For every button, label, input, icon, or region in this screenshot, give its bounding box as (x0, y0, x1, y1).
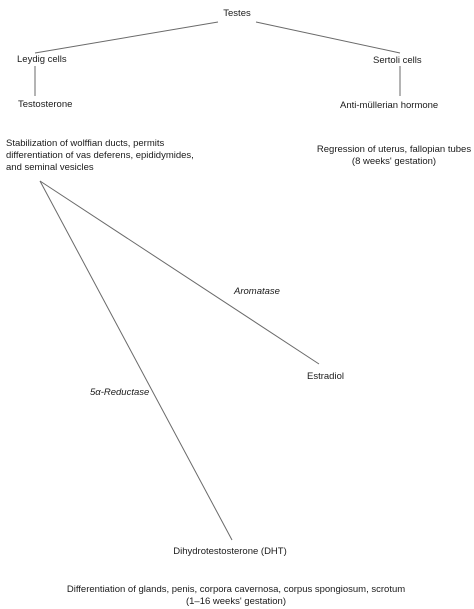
node-leydig-cells: Leydig cells (17, 54, 67, 65)
edge-aromatase (39, 180, 320, 365)
node-anti-mullerian-hormone: Anti-müllerian hormone (340, 100, 439, 111)
node-testosterone: Testosterone (18, 99, 73, 110)
node-differentiation-line1: Differentiation of glands, penis, corpor… (66, 584, 406, 595)
node-dht: Dihydrotestosterone (DHT) (173, 546, 287, 557)
node-wolffian-line3: and seminal vesicles (6, 162, 94, 173)
node-testes: Testes (223, 8, 251, 19)
edge-testes-sertoli (255, 21, 401, 54)
node-regression-line2: (8 weeks' gestation) (351, 156, 437, 167)
node-differentiation: Differentiation of glands, penis, corpor… (67, 584, 405, 608)
node-differentiation-line2: (1–16 weeks' gestation) (185, 596, 287, 607)
edge-label-5a-reductase: 5α-Reductase (90, 387, 150, 398)
node-regression: Regression of uterus, fallopian tubes (8… (317, 144, 471, 168)
edge-reductase (39, 180, 233, 541)
node-regression-line1: Regression of uterus, fallopian tubes (316, 144, 472, 155)
node-wolffian-effects: Stabilization of wolffian ducts, permits… (6, 138, 194, 174)
node-wolffian-line2: differentiation of vas deferens, epididy… (6, 150, 194, 161)
edge-label-aromatase: Aromatase (234, 286, 280, 297)
node-estradiol: Estradiol (307, 371, 344, 382)
node-wolffian-line1: Stabilization of wolffian ducts, permits (6, 138, 165, 149)
node-sertoli-cells: Sertoli cells (373, 55, 422, 66)
edge-testes-leydig (34, 21, 219, 54)
